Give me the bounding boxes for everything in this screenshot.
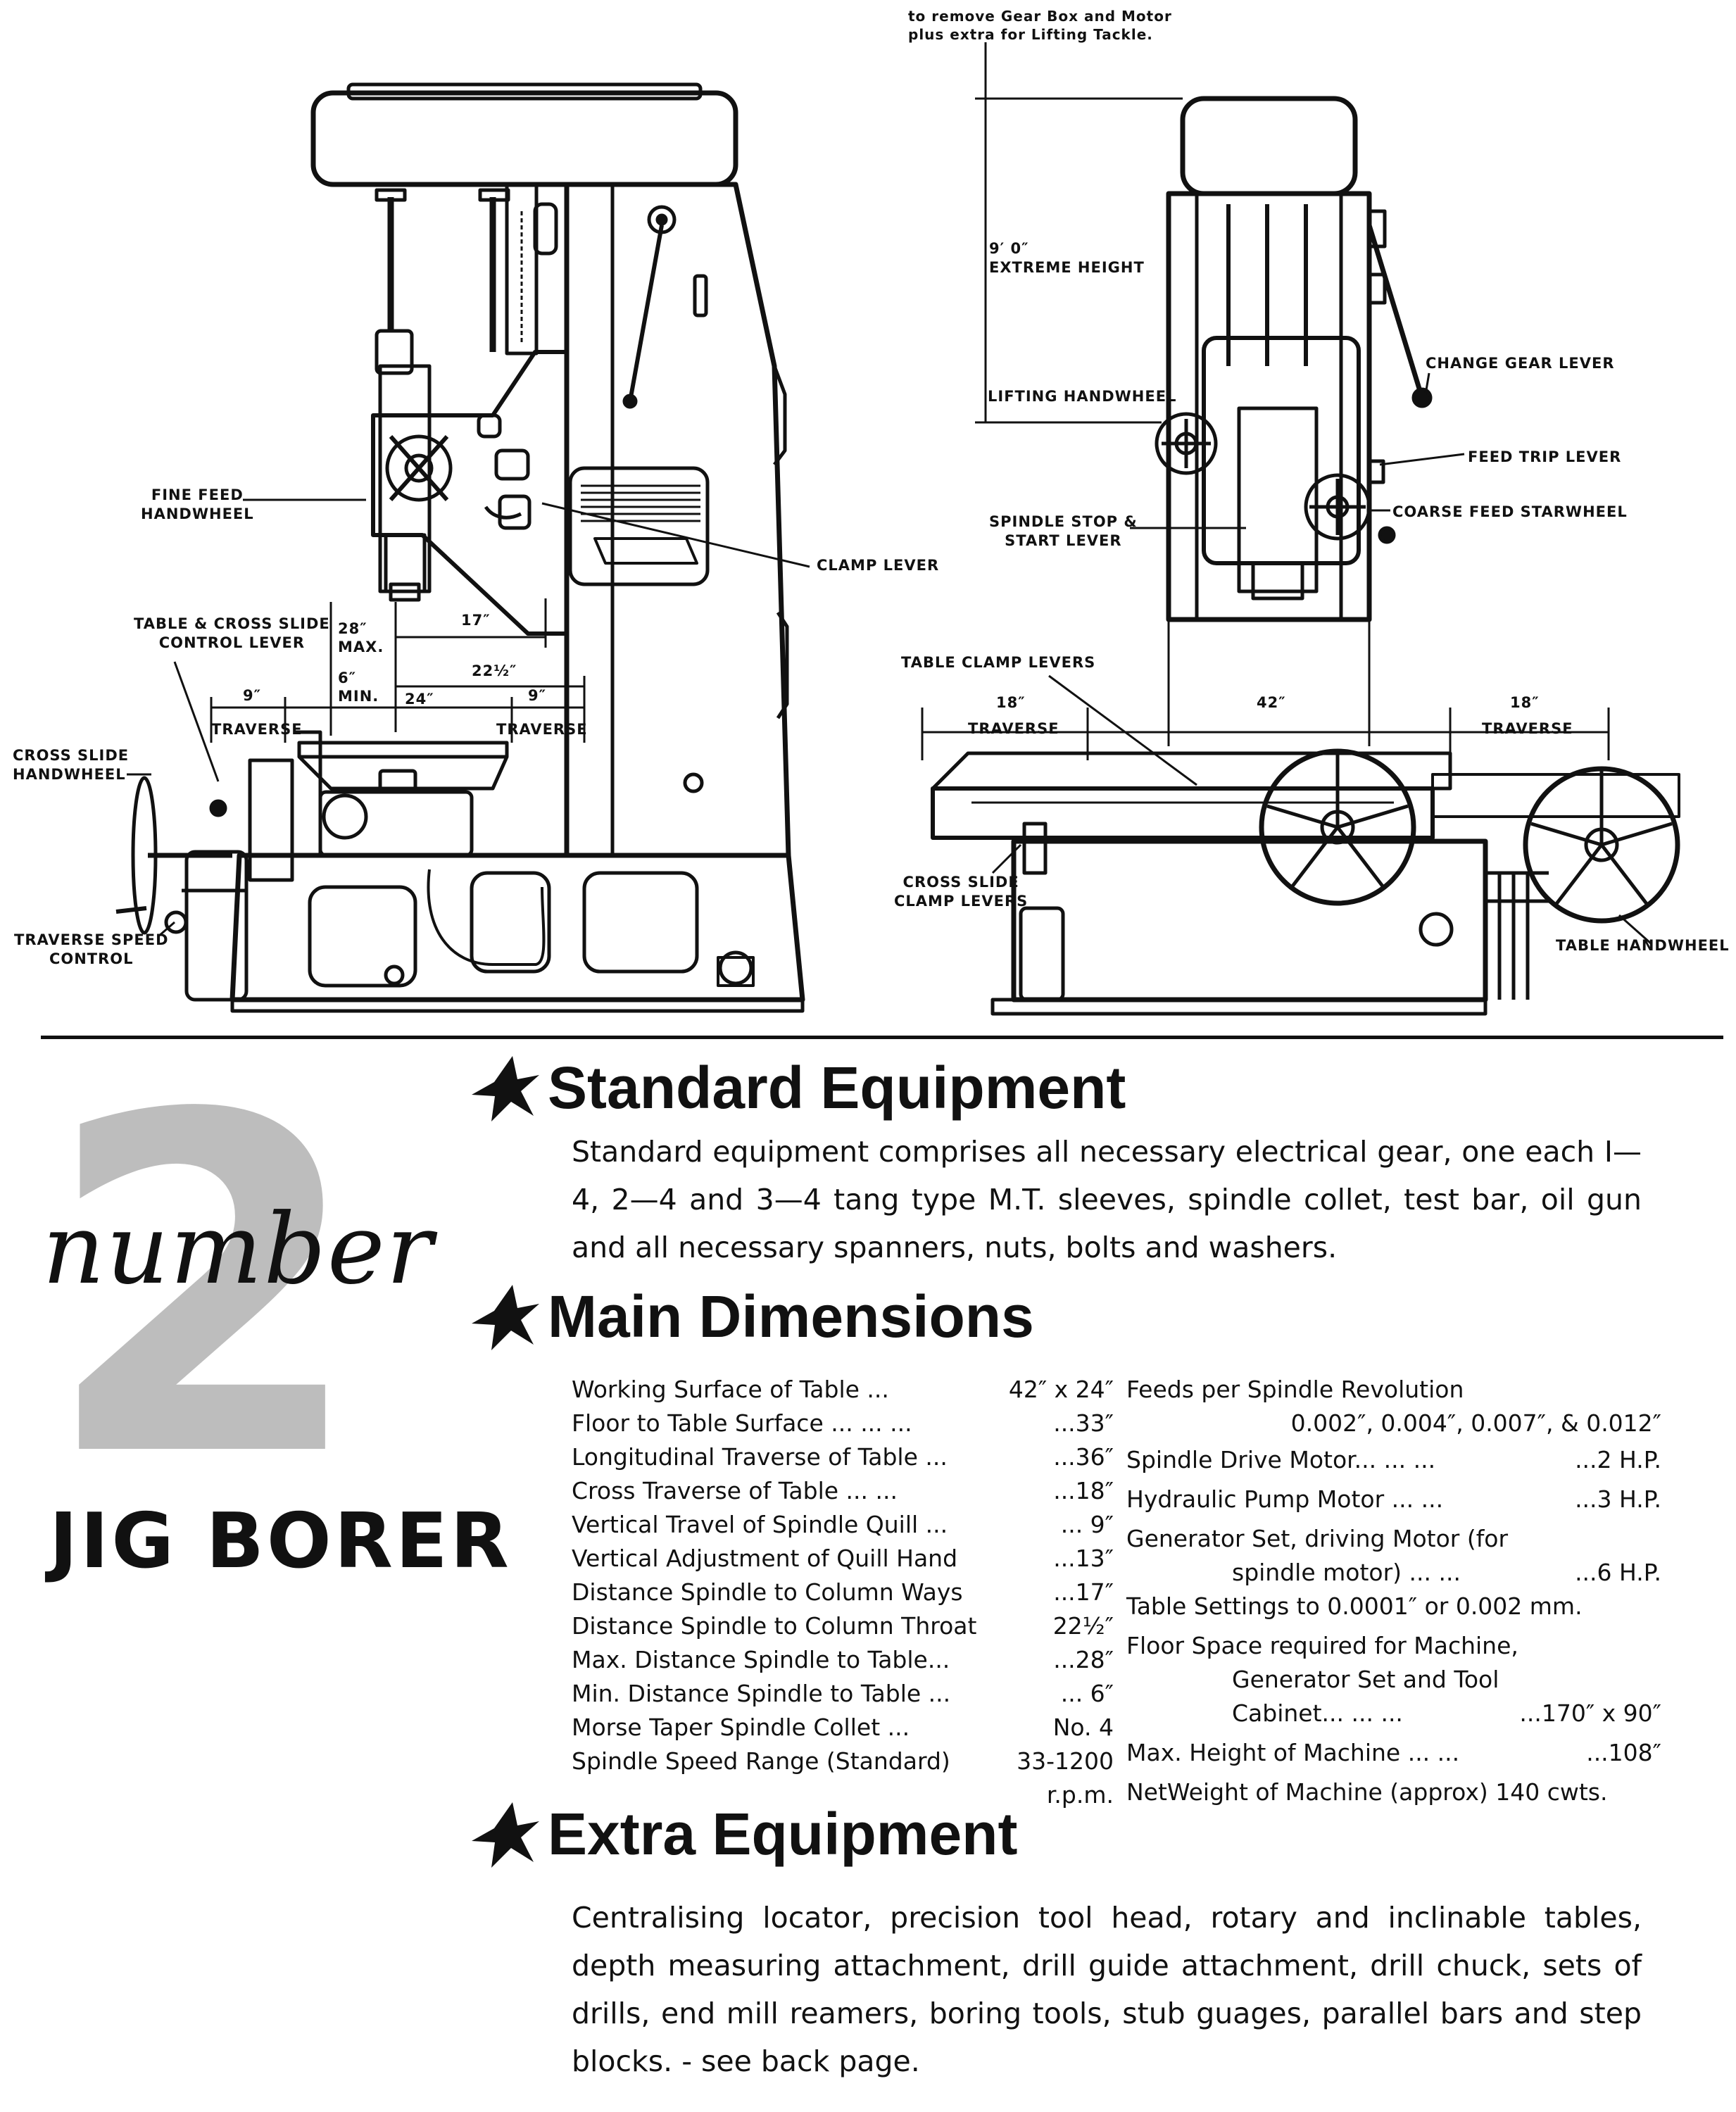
spec-row: Cabinet... ... ......170″ x 90″ [1232,1699,1661,1727]
spec-tail: r.p.m. [1046,1781,1114,1809]
feed-trip-label: FEED TRIP LEVER [1468,448,1622,465]
spec-column-left: Working Surface of Table ...42″ x 24″ Fl… [572,1373,1114,1812]
star-icon [472,1285,539,1350]
spec-row: Max. Height of Machine ... ......108″ [1126,1739,1661,1766]
dim-17: 17″ [461,612,491,629]
star-icon [472,1802,539,1868]
star-icon [472,1056,539,1121]
dim-9-left: 9″ [243,687,261,704]
feeds-value: 0.002″, 0.004″, 0.007″, & 0.012″ [1290,1409,1661,1437]
cross-slide-handwheel-label: CROSS SLIDE HANDWHEEL [13,747,130,783]
front-view-drawing [921,42,1680,1016]
fine-feed-label: FINE FEED HANDWHEEL [141,486,254,522]
table-clamp-label: TABLE CLAMP LEVERS [901,654,1096,671]
section-title: Standard Equipment [548,1055,1126,1121]
cross-slide-clamp-label: CROSS SLIDE CLAMP LEVERS [894,874,1029,910]
feeds-label: Feeds per Spindle Revolution [1126,1376,1464,1403]
dim-24: 24″ [405,691,434,708]
spec-row: Vertical Travel of Spindle Quill ...... … [572,1511,1114,1538]
spec-column-right: Feeds per Spindle Revolution 0.002″, 0.0… [1126,1373,1661,1809]
table-handwheel-label: TABLE HANDWHEEL [1556,937,1730,954]
spec-row: Floor to Table Surface ... ... ......33″ [572,1409,1114,1437]
spec-row: Distance Spindle to Column Ways...17″ [572,1578,1114,1606]
dim-42: 42″ [1257,694,1286,711]
traverse-speed-label: TRAVERSE SPEED CONTROL [14,931,169,967]
spec-row: Longitudinal Traverse of Table ......36″ [572,1443,1114,1471]
spec-row: Vertical Adjustment of Quill Hand...13″ [572,1545,1114,1572]
front-traverse-right-label: TRAVERSE [1482,720,1573,737]
clamp-lever-label: CLAMP LEVER [817,557,940,574]
number-word: number [42,1193,434,1306]
spindle-stop-label: SPINDLE STOP & START LEVER [989,513,1138,549]
spec-row: spindle motor) ... ......6 H.P. [1232,1559,1661,1586]
section-title: Main Dimensions [548,1283,1034,1350]
coarse-feed-label: COARSE FEED STARWHEEL [1392,503,1628,520]
change-gear-label: CHANGE GEAR LEVER [1426,355,1615,372]
dim-28-max: 28″ MAX. [338,620,384,655]
section-title: Extra Equipment [548,1801,1018,1867]
table-cross-slide-label: TABLE & CROSS SLIDE CONTROL LEVER [134,615,330,651]
dim-22-half: 22½″ [472,662,517,679]
standard-equipment-text: Standard equipment comprises all necessa… [572,1135,1642,1264]
lifting-handwheel-label: LIFTING HANDWHEEL [988,388,1177,405]
spec-row: Spindle Drive Motor... ... ......2 H.P. [1126,1446,1661,1473]
extra-equipment-text: Centralising locator, precision tool hea… [572,1901,1642,2078]
spec-row: Hydraulic Pump Motor ... ......3 H.P. [1126,1485,1661,1513]
generator-label: Generator Set, driving Motor (for [1126,1525,1509,1552]
top-note: to remove Gear Box and Motor plus extra … [908,8,1172,43]
traverse-right-label: TRAVERSE [496,721,588,738]
table-settings: Table Settings to 0.0001″ or 0.002 mm. [1126,1592,1583,1620]
spec-row: Working Surface of Table ...42″ x 24″ [572,1376,1114,1403]
floor-space-label: Floor Space required for Machine, [1126,1632,1518,1659]
net-weight: NetWeight of Machine (approx) 140 cwts. [1126,1778,1608,1806]
machine-drawings: FINE FEED HANDWHEEL CLAMP LEVER TABLE & … [0,0,1736,1042]
spec-row: Max. Distance Spindle to Table......28″ [572,1646,1114,1673]
dim-9-right: 9″ [528,687,546,704]
dim-18-right: 18″ [1510,694,1540,711]
separator-rule [41,1036,1723,1039]
machine-line-drawing [115,42,1680,1016]
dim-18-left: 18″ [996,694,1026,711]
extra-equipment-heading: Extra Equipment [470,1799,1017,1869]
spec-row: Min. Distance Spindle to Table ...... 6″ [572,1680,1114,1707]
spec-row: Morse Taper Spindle Collet ...No. 4 [572,1714,1114,1741]
standard-equipment-heading: Standard Equipment [470,1052,1126,1123]
extreme-height-label: 9′ 0″ EXTREME HEIGHT [989,240,1145,276]
traverse-left-label: TRAVERSE [211,721,303,738]
main-dimensions-heading: Main Dimensions [470,1281,1034,1352]
dim-6-min: 6″ MIN. [338,670,379,705]
spec-row: Cross Traverse of Table ... ......18″ [572,1477,1114,1504]
side-view-drawing [115,82,810,1013]
front-traverse-left-label: TRAVERSE [968,720,1059,737]
product-name: JIG BORER [49,1497,512,1585]
floor-space-label-2: Generator Set and Tool [1232,1666,1499,1693]
spec-row: Spindle Speed Range (Standard)33-1200 [572,1747,1114,1775]
